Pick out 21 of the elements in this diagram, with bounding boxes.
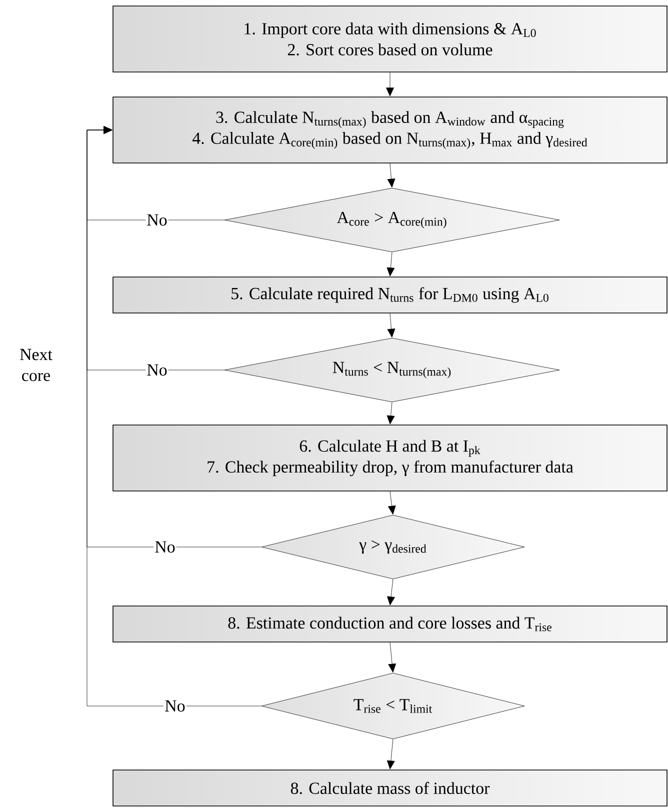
arrow (387, 313, 396, 338)
arrow (386, 739, 395, 770)
arrow (386, 402, 395, 424)
arrow (86, 126, 262, 706)
process-box: 8. Calculate mass of inductor (112, 770, 668, 806)
arrow (388, 491, 396, 515)
process-box: 5. Calculate required N$_{turns}$ for L$_{DM0}$ using A$_{L0}$ (112, 276, 668, 314)
arrow (386, 72, 394, 96)
edge-label: No (154, 540, 176, 554)
process-box: 1. Import core data with dimensions & A$_{L0}$ 2. Sort cores based on volume (112, 6, 668, 72)
edge-label: No (146, 363, 168, 377)
arrow (386, 252, 395, 276)
arrow (387, 163, 396, 188)
arrow (387, 579, 395, 606)
side-label: Next core (20, 348, 52, 382)
edge-label: No (164, 699, 186, 713)
arrow (388, 642, 396, 673)
process-box: 6. Calculate H and B at I$_{pk}$ 7. Check permeability drop, γ from manufacturer data (112, 424, 668, 492)
process-box: 8. Estimate conduction and core losses and T$_{rise}$ (112, 606, 668, 642)
edge-label: No (146, 213, 168, 227)
process-box: 3. Calculate N$_{turns(max)}$ based on A$_{window}$ and α$_{spacing}$ 4. Calculate A$_{core(min)}$ based on N$_{turns(max)}$, H$_{max}$ and γ$_{desired}$ (112, 96, 668, 164)
